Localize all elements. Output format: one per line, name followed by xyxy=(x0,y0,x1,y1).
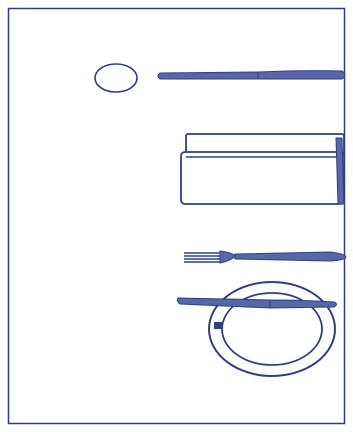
butter-knife xyxy=(158,71,345,79)
napkin xyxy=(181,134,344,204)
fork xyxy=(184,251,346,263)
bread-plate xyxy=(95,64,137,92)
dinner-plate xyxy=(209,282,335,376)
